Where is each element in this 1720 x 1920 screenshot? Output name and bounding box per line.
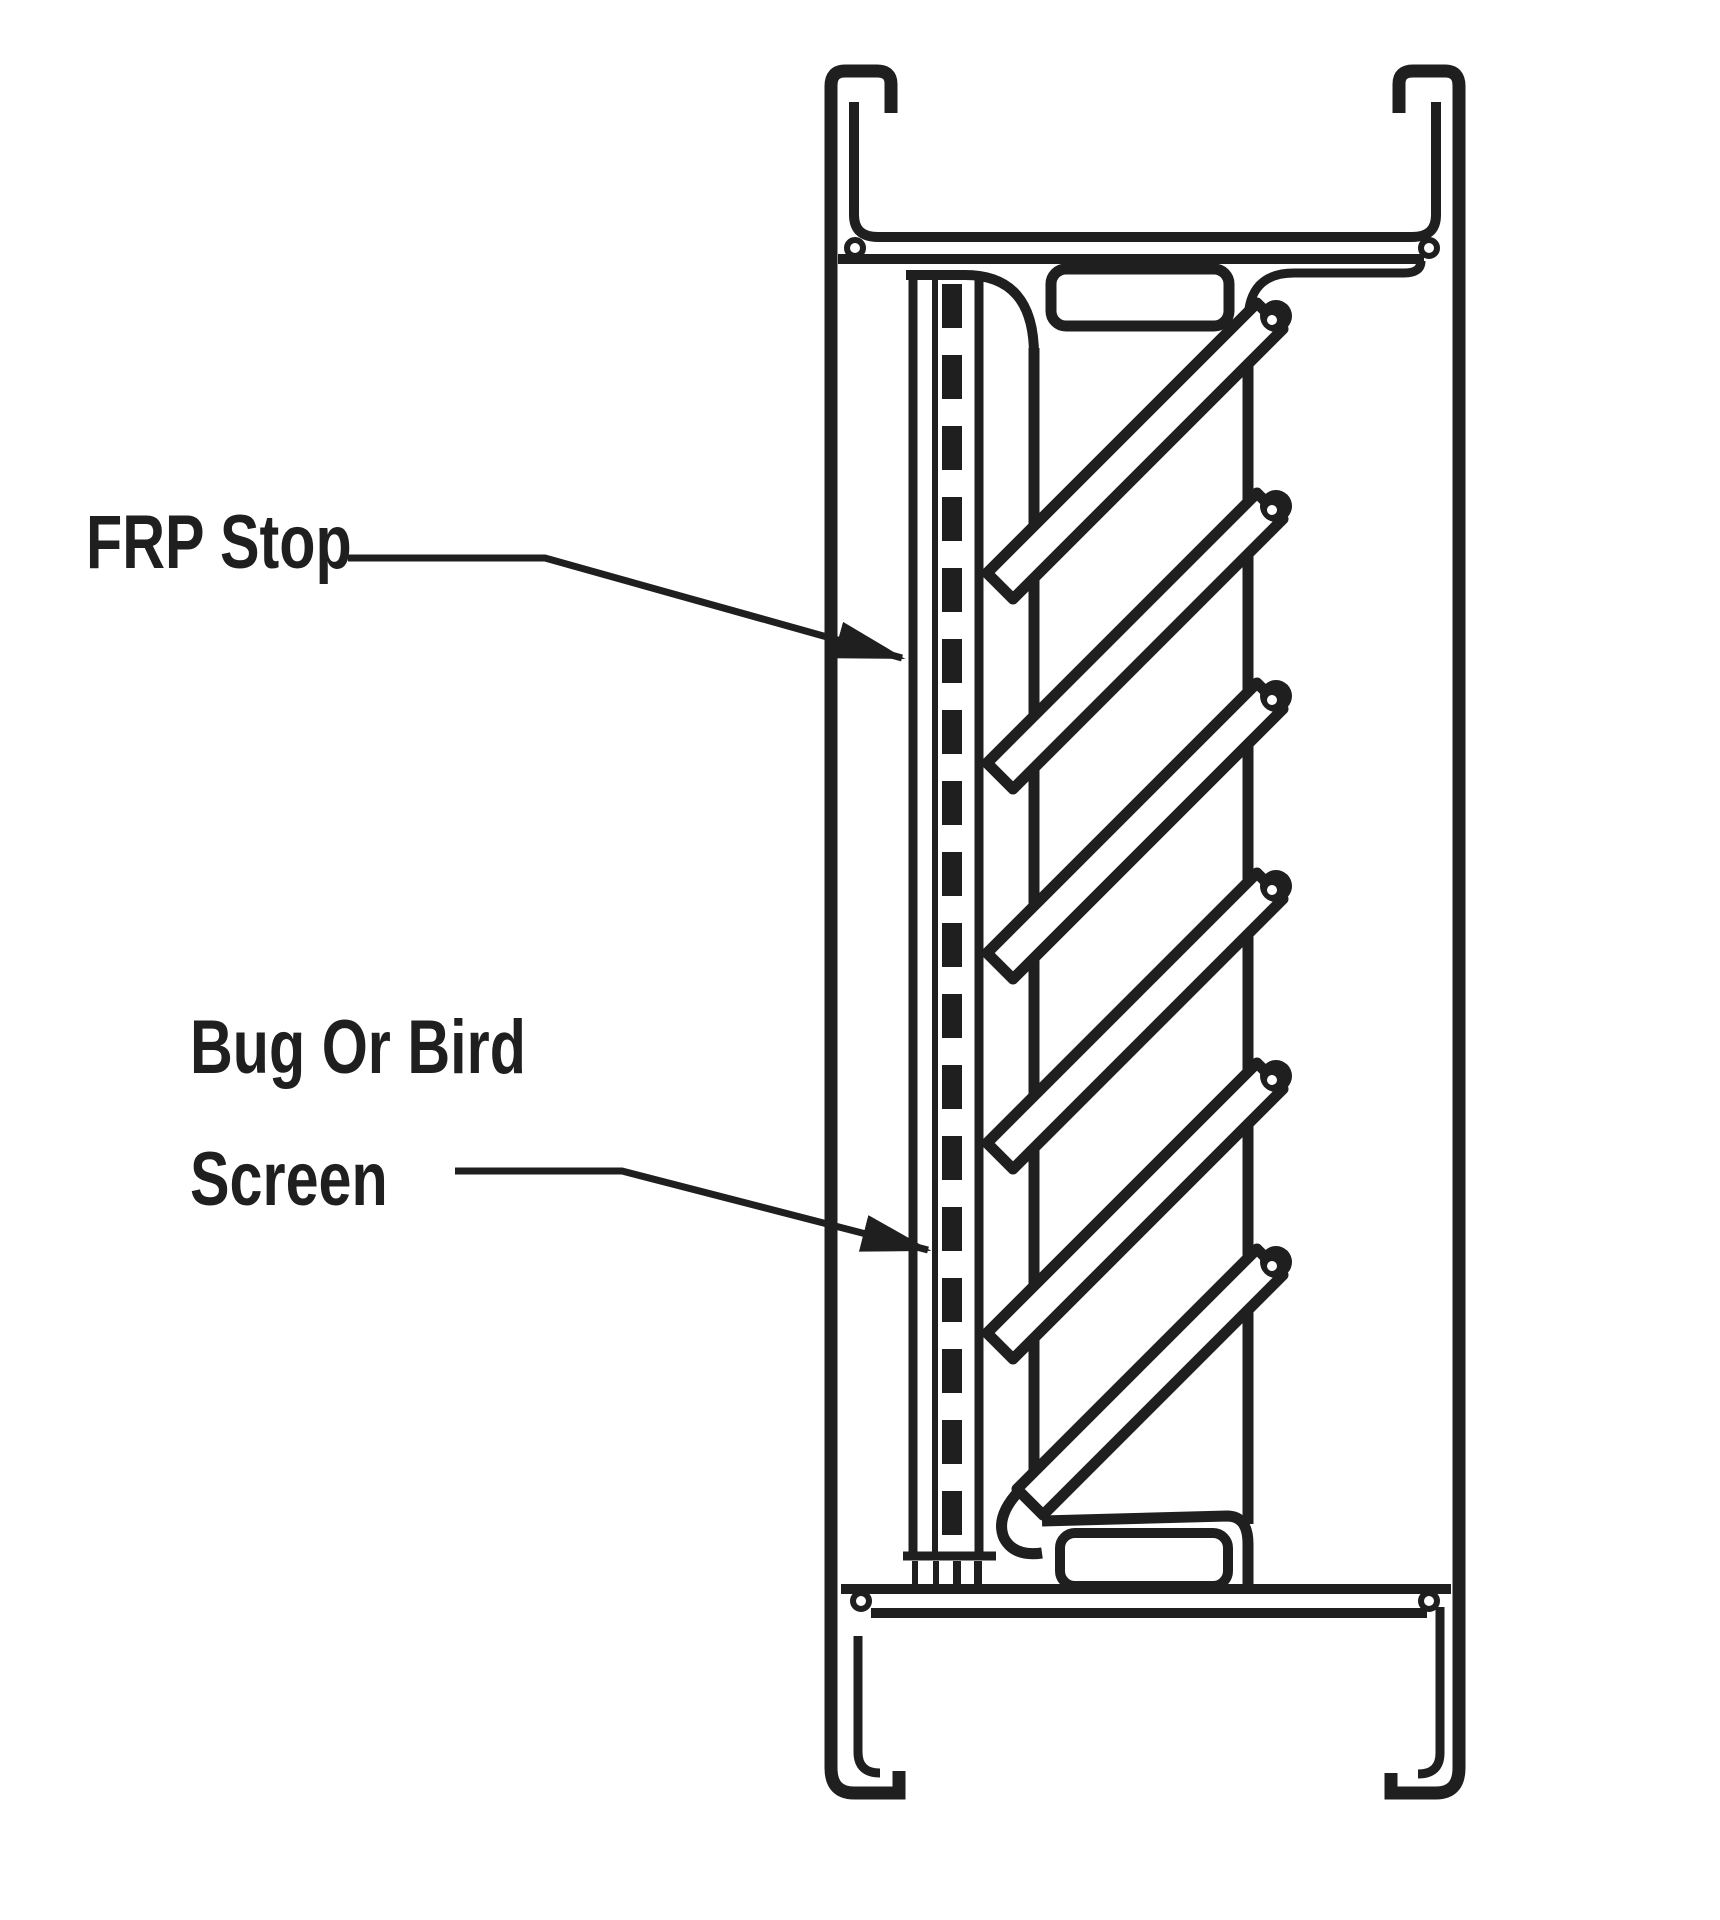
left-frame-wall xyxy=(824,64,906,1800)
frp-stop-label: FRP Stop xyxy=(86,500,352,585)
top-hem xyxy=(1045,263,1235,332)
frp-stop-bar xyxy=(908,278,984,1552)
blade-support-front-web xyxy=(906,270,1040,1474)
head-channel xyxy=(838,102,1441,264)
bug-bird-screen-label-line2: Screen xyxy=(190,1137,388,1222)
bottom-hem xyxy=(1041,1510,1254,1591)
right-frame-wall xyxy=(1384,64,1466,1800)
bug-bird-screen-label-line1: Bug Or Bird xyxy=(190,1005,526,1090)
bug-bird-screen-leader-line xyxy=(455,1167,932,1254)
louver-blade-bottom xyxy=(996,1243,1292,1560)
frp-stop-leader-line xyxy=(348,554,906,662)
screen-bottom-ledge xyxy=(903,1551,996,1586)
sill-channel xyxy=(841,1584,1451,1779)
